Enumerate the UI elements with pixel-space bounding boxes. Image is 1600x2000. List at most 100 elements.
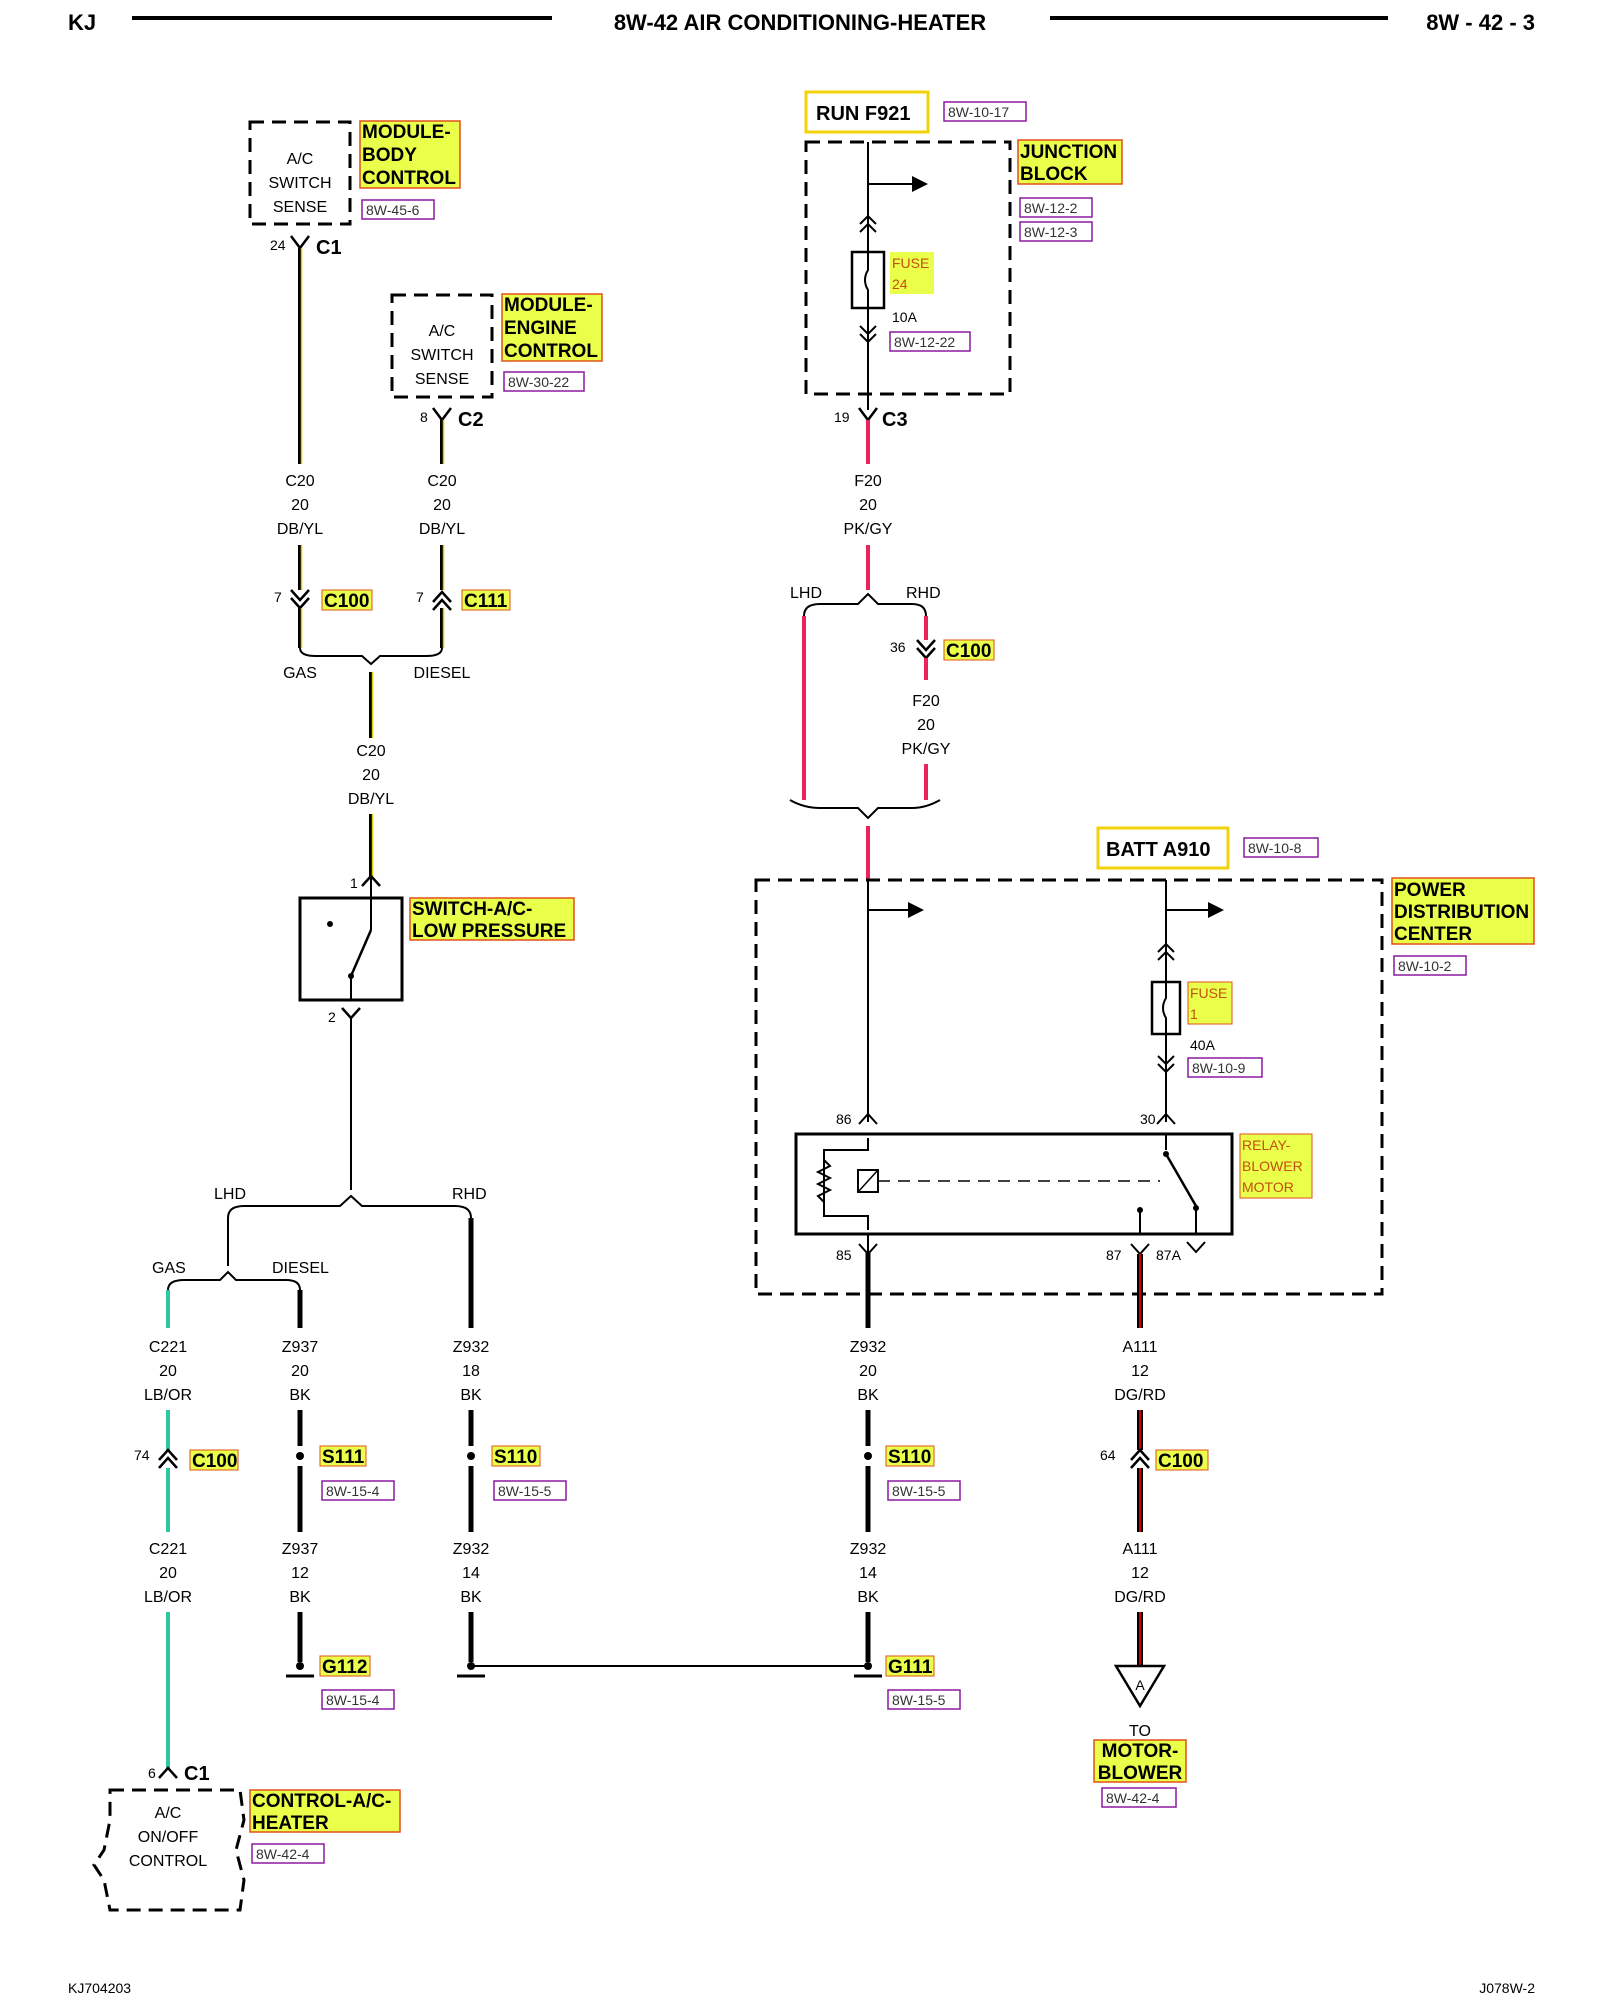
header-right: 8W - 42 - 3 (1426, 10, 1535, 35)
pdc-fuse-label-2: 1 (1190, 1006, 1198, 1022)
blower-to: TO (1129, 1723, 1151, 1740)
wire-c221-a-circuit: C221 (149, 1339, 187, 1356)
c100-a111-pin: 64 (1100, 1447, 1116, 1463)
ecm-name-3: CONTROL (504, 341, 598, 362)
wire-a111-b-color: DG/RD (1114, 1589, 1166, 1606)
wire-c20-a-gauge: 20 (291, 497, 309, 514)
bcm-ref: 8W-45-6 (366, 202, 420, 218)
bcm-ref-box (361, 199, 435, 220)
branch-lhd3: LHD (214, 1186, 246, 1203)
jb-name-2: BLOCK (1020, 164, 1088, 185)
wire-z932-b-circuit: Z932 (453, 1541, 490, 1558)
wire-a111-a-color: DG/RD (1114, 1387, 1166, 1404)
bcm-name-1: MODULE- (362, 122, 451, 143)
wire-c221-b-gauge: 20 (159, 1565, 177, 1582)
wire-z937-b-gauge: 12 (291, 1565, 309, 1582)
c111-highlight (461, 589, 511, 611)
jb-connector: C3 (882, 409, 908, 431)
pdc-ref-box (1393, 955, 1467, 976)
jb-pin: 19 (834, 409, 850, 425)
relay-pin-85: 85 (836, 1247, 852, 1263)
s111-splice-dot (296, 1452, 304, 1460)
branch-rhd: RHD (906, 585, 941, 602)
wire-f20-b-circuit: F20 (912, 693, 940, 710)
relay-pin-87: 87 (1106, 1247, 1122, 1263)
s111-name: S111 (322, 1447, 365, 1468)
bcm-connector-symbol (290, 235, 310, 251)
jb-feed-arrowhead (912, 176, 928, 192)
s110b-splice-dot (864, 1452, 872, 1460)
wire-z932-d-color: BK (857, 1589, 879, 1606)
pdc-fuse-rating: 40A (1190, 1037, 1216, 1053)
ac-control-connector: C1 (184, 1763, 210, 1785)
ecm-box (390, 293, 494, 399)
ecm-pin: 8 (420, 409, 428, 425)
relay-pin-86: 86 (836, 1111, 852, 1127)
header-left: KJ (68, 10, 96, 35)
ac-control-name-highlight (249, 1789, 401, 1833)
pdc-fuse-label-1: FUSE (1190, 985, 1227, 1001)
wire-c20-c-color: DB/YL (348, 791, 394, 808)
lp-switch-blade (349, 929, 373, 977)
wire-z932-b-gauge: 14 (462, 1565, 480, 1582)
ac-control-inner-2: ON/OFF (138, 1829, 199, 1846)
ecm-ref: 8W-30-22 (508, 374, 569, 390)
bcm-inner-3: SENSE (273, 199, 327, 216)
g111-dot (864, 1662, 872, 1670)
jb-ref-2: 8W-12-3 (1024, 224, 1078, 240)
blower-arrow-letter: A (1135, 1677, 1145, 1693)
c111-name: C111 (464, 591, 508, 612)
g112-ref: 8W-15-4 (326, 1692, 380, 1708)
run-f921-box (804, 90, 930, 134)
relay-pin-30-symbol (1156, 1112, 1176, 1125)
wire-z937-a-circuit: Z937 (282, 1339, 319, 1356)
pdc-30-arrowhead (1208, 902, 1224, 918)
relay-name-2: BLOWER (1242, 1158, 1303, 1174)
relay-pin-86-symbol (858, 1112, 878, 1125)
pdc-name-1: POWER (1394, 880, 1466, 901)
run-f921-ref-box (943, 101, 1027, 122)
g111-ref: 8W-15-5 (892, 1692, 946, 1708)
jb-ref-1-box (1019, 197, 1093, 218)
jb-fuse-rating: 10A (892, 309, 918, 325)
ecm-ref-box (503, 371, 585, 392)
relay-pin-30: 30 (1140, 1111, 1156, 1127)
branch-diesel2: DIESEL (272, 1260, 329, 1277)
bcm-box (248, 120, 352, 226)
ecm-inner-1: A/C (429, 323, 456, 340)
bcm-inner-1: A/C (287, 151, 314, 168)
wire-z932-a-gauge: 18 (462, 1363, 480, 1380)
lp-switch-name-highlight (409, 897, 575, 941)
gas-diesel-branch (299, 647, 443, 666)
blower-name-highlight (1093, 1739, 1187, 1783)
wire-z937-b-circuit: Z937 (282, 1541, 319, 1558)
pdc-name-2: DISTRIBUTION (1394, 902, 1529, 923)
wire-f20-a-gauge: 20 (859, 497, 877, 514)
wire-c20-a-color: DB/YL (277, 521, 323, 538)
ecm-name-1: MODULE- (504, 295, 593, 316)
lp-switch-name-2: LOW PRESSURE (412, 921, 566, 942)
g111-ref-box (887, 1689, 961, 1710)
wire-z932-a-color: BK (460, 1387, 482, 1404)
wire-c221-a-gauge: 20 (159, 1363, 177, 1380)
relay-diode-resistor (815, 1159, 833, 1203)
c100-rhd-symbol (916, 639, 936, 660)
g112-name: G112 (322, 1657, 367, 1678)
wire-f20-b-color: PK/GY (902, 741, 951, 758)
page-title: 8W-42 AIR CONDITIONING-HEATER (614, 10, 986, 35)
c100-gas-symbol (290, 589, 310, 610)
lp-switch-name-1: SWITCH-A/C- (412, 899, 532, 920)
ecm-inner-3: SENSE (415, 371, 469, 388)
wire-c20-b-color: DB/YL (419, 521, 465, 538)
jb-fuse-ref-box (889, 331, 971, 352)
relay-name-highlight (1239, 1133, 1313, 1199)
wire-c20-b-gauge: 20 (433, 497, 451, 514)
pdc-name-highlight (1391, 877, 1535, 945)
g112-dot (296, 1662, 304, 1670)
ecm-connector-symbol (432, 407, 452, 423)
g111-name: G111 (888, 1657, 933, 1678)
blower-arrow-triangle (1113, 1664, 1167, 1709)
jb-fuse-label-1: FUSE (892, 255, 929, 271)
lp-switch-pin-bottom: 2 (328, 1009, 336, 1025)
